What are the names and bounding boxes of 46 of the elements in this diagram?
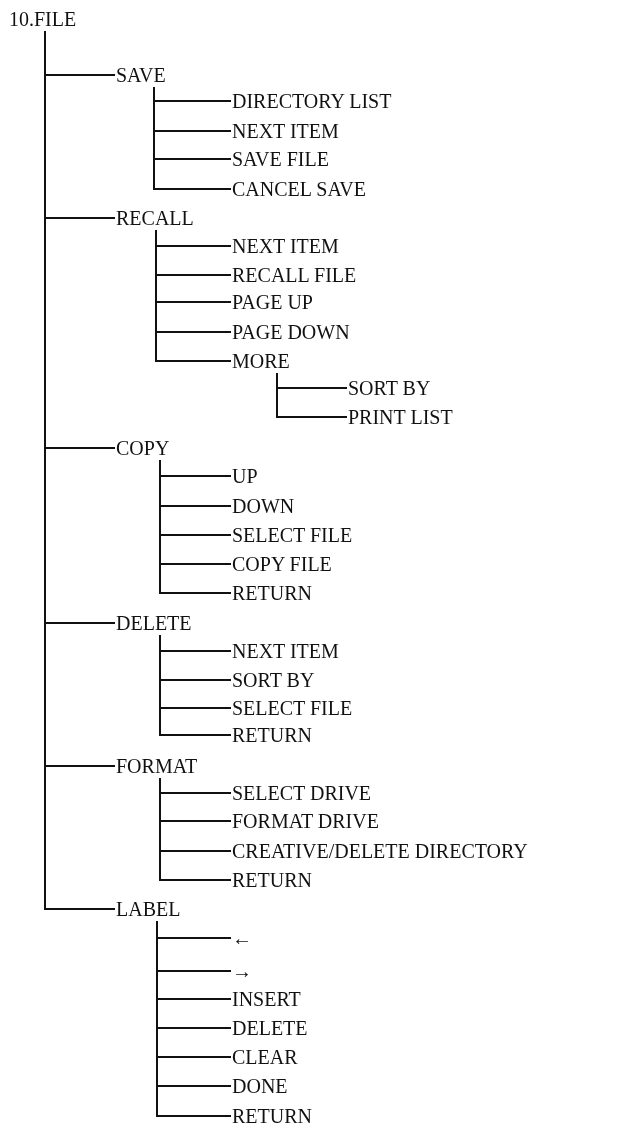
menu-item-label: DOWN [232,494,295,518]
menu-item-label: LABEL [116,897,181,921]
menu-item-label: CLEAR [232,1045,298,1069]
tree-connector [44,30,116,910]
menu-item-label: NEXT ITEM [232,639,339,663]
menu-item-label: DIRECTORY LIST [232,89,392,113]
menu-item-label: RETURN [232,581,312,605]
menu-item-label: NEXT ITEM [232,234,339,258]
tree-connector [276,372,348,418]
menu-item-label: DELETE [116,611,192,635]
menu-item-label: SAVE [116,63,166,87]
menu-item-label: RECALL FILE [232,263,357,287]
menu-item-label: ← [232,926,252,950]
menu-item-label: RETURN [232,723,312,747]
menu-item-label: SAVE FILE [232,147,329,171]
tree-connector [159,634,232,736]
menu-item-label: INSERT [232,987,301,1011]
tree-connector [159,459,232,594]
menu-item-label: SORT BY [348,376,431,400]
menu-item-label: CREATIVE/DELETE DIRECTORY [232,839,528,863]
menu-item-label: COPY [116,436,170,460]
menu-title: 10.FILE [9,7,77,31]
menu-item-label: RETURN [232,1104,312,1128]
menu-item-label: SELECT FILE [232,696,353,720]
menu-item-label: FORMAT [116,754,198,778]
menu-item-label: FORMAT DRIVE [232,809,379,833]
tree-connector [153,86,232,190]
menu-item-label: SELECT FILE [232,523,353,547]
tree-connector [159,777,232,881]
menu-item-label: PAGE DOWN [232,320,350,344]
menu-item-label: DELETE [232,1016,308,1040]
menu-item-label: CANCEL SAVE [232,177,366,201]
menu-item-label: SORT BY [232,668,315,692]
menu-item-label: COPY FILE [232,552,332,576]
menu-item-label: NEXT ITEM [232,119,339,143]
menu-item-label: SELECT DRIVE [232,781,372,805]
menu-item-label: UP [232,464,258,488]
tree-connector [156,920,232,1117]
menu-item-label: → [232,959,252,983]
menu-item-label: MORE [232,349,290,373]
menu-item-label: RECALL [116,206,194,230]
menu-item-label: PAGE UP [232,290,313,314]
tree-connector [155,229,232,362]
menu-item-label: DONE [232,1074,288,1098]
menu-item-label: PRINT LIST [348,405,453,429]
menu-item-label: RETURN [232,868,312,892]
